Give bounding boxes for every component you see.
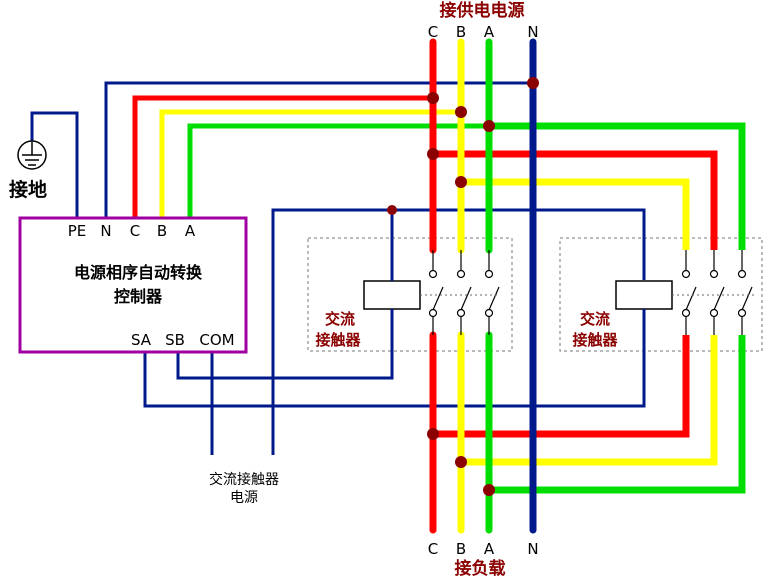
terminal-b: B bbox=[157, 222, 167, 240]
terminal-c: C bbox=[130, 222, 140, 240]
main-buses bbox=[429, 38, 493, 534]
terminal-pe: PE bbox=[68, 222, 87, 240]
supply-label-a: A bbox=[484, 23, 495, 41]
wire-right-feed-c bbox=[433, 150, 718, 250]
junction-out-c bbox=[427, 428, 439, 440]
junction-n bbox=[527, 77, 539, 89]
terminal-sb: SB bbox=[165, 331, 185, 349]
wire-controller-b bbox=[159, 109, 461, 218]
load-title: 接负载 bbox=[455, 558, 506, 577]
controller-title-line2: 控制器 bbox=[114, 287, 163, 306]
contactor-left-label-line2: 接触器 bbox=[315, 331, 361, 349]
junction-out-b bbox=[455, 456, 467, 468]
ground-label: 接地 bbox=[9, 178, 47, 201]
junction-controller-a bbox=[483, 120, 495, 132]
wire-pe-ground bbox=[30, 111, 79, 218]
wire-controller-a bbox=[187, 123, 489, 218]
contactor-right-label-line2: 接触器 bbox=[572, 331, 618, 349]
controller-title-line1: 电源相序自动转换 bbox=[74, 263, 203, 282]
contactor-right-contacts bbox=[672, 250, 755, 335]
contactor-right-label-line1: 交流 bbox=[580, 310, 610, 328]
controller-box bbox=[18, 216, 248, 354]
wire-sb bbox=[176, 335, 394, 380]
contactor-left-coil bbox=[363, 280, 421, 310]
contactor-right-coil bbox=[615, 280, 673, 310]
terminal-sa: SA bbox=[131, 331, 152, 349]
supply-title: 接供电电源 bbox=[440, 0, 525, 21]
junction-out-a bbox=[483, 484, 495, 496]
wire-right-feed-b bbox=[461, 178, 690, 250]
contactor-right-box bbox=[559, 237, 763, 352]
wire-right-out-a bbox=[489, 335, 746, 494]
load-label-c: C bbox=[428, 540, 438, 558]
terminal-a: A bbox=[185, 222, 196, 240]
wire-sa bbox=[143, 335, 646, 408]
supply-label-b: B bbox=[456, 23, 466, 41]
contactor-left-contacts bbox=[420, 250, 500, 335]
wire-right-out-c bbox=[433, 335, 690, 438]
contactor-power-label-line2: 电源 bbox=[230, 490, 258, 506]
contactor-power-label-line1: 交流接触器 bbox=[209, 471, 279, 488]
load-label-n: N bbox=[527, 540, 538, 558]
contactor-left-box bbox=[307, 237, 513, 352]
supply-label-n: N bbox=[527, 23, 538, 41]
junctions bbox=[387, 77, 539, 496]
junction-feed-b bbox=[455, 176, 467, 188]
terminal-n: N bbox=[100, 222, 111, 240]
contactor-left-label-line1: 交流 bbox=[325, 310, 355, 328]
wire-controller-n bbox=[104, 81, 533, 218]
load-label-a: A bbox=[484, 540, 495, 558]
wire-controller-c bbox=[132, 95, 433, 218]
load-label-b: B bbox=[456, 540, 466, 558]
wire-right-out-b bbox=[461, 335, 718, 466]
ground-icon bbox=[17, 140, 47, 170]
junction-controller-c bbox=[427, 92, 439, 104]
supply-label-c: C bbox=[428, 23, 438, 41]
junction-controller-b bbox=[455, 106, 467, 118]
junction-coil-power bbox=[387, 205, 397, 215]
terminal-com: COM bbox=[199, 331, 234, 349]
wire-right-feed-a bbox=[489, 122, 746, 250]
junction-feed-c bbox=[427, 148, 439, 160]
